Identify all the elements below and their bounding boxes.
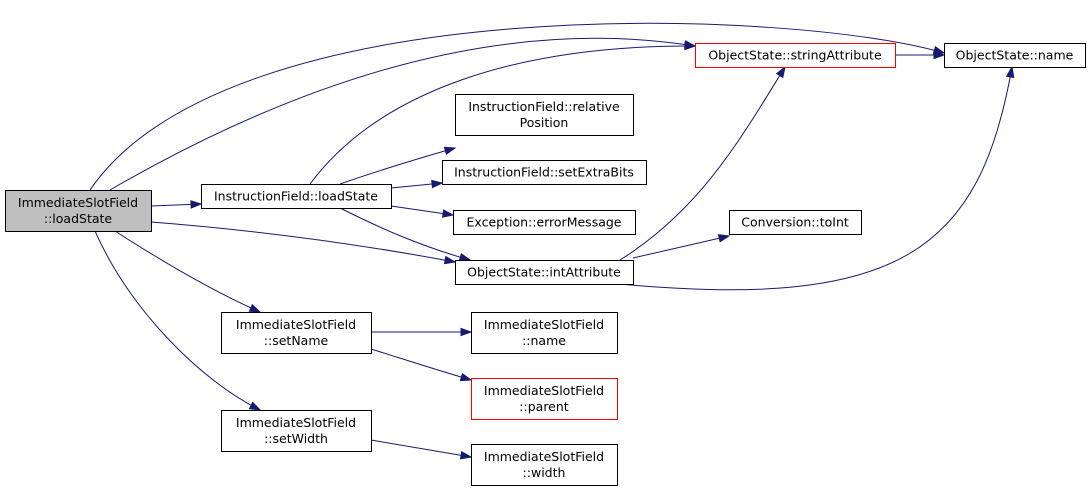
node-box [221,312,372,354]
node-label-line: ::setWidth [264,431,328,446]
edge-if_loadstate-to-if_setextrabits [390,179,444,189]
edge-line [339,147,456,185]
node-label-line: InstructionField::loadState [214,189,378,204]
node-label-line: InstructionField::setExtraBits [454,165,634,180]
edge-os_intattribute-to-os_name [619,65,1015,291]
node-label-line: ::setName [264,333,329,348]
node-isf-setwidth[interactable]: ImmediateSlotField::setWidth [221,410,372,452]
edge-line [150,221,456,263]
edge-line [619,66,1013,291]
edge-arrowhead [458,252,472,262]
edge-line [619,66,786,261]
node-box [455,260,634,285]
node-box [455,94,634,136]
node-os-name[interactable]: ObjectState::name [944,43,1086,68]
node-label-line: ImmediateSlotField [484,383,604,398]
edge-arrowhead [933,50,946,60]
edge-isf_setname-to-isf_parent [370,348,473,382]
node-ex-errormessage[interactable]: Exception::errorMessage [453,210,636,235]
edge-os_stringattribute-to-os_name [895,50,946,60]
edge-arrowhead [443,255,457,265]
node-os-intattribute[interactable]: ObjectState::intAttribute [455,260,634,285]
node-label-line: ObjectState::stringAttribute [708,48,882,63]
edge-os_intattribute-to-os_stringattribute [619,65,786,261]
edge-root-to-isf_setname [114,230,262,313]
edge-arrowhead [442,209,455,218]
node-box [5,190,152,232]
node-if-loadstate[interactable]: InstructionField::loadState [201,184,392,209]
node-box [442,160,647,185]
node-isf-parent[interactable]: ImmediateSlotField::parent [471,378,618,420]
node-label-line: ::width [523,465,566,480]
edge-root-to-isf_setwidth [94,230,262,411]
edge-line [309,45,696,185]
node-box [453,210,636,235]
edge-arrowhead [459,451,473,460]
edge-line [339,207,471,261]
node-label-line: Exception::errorMessage [467,215,622,230]
edge-line [370,348,472,381]
node-isf-width[interactable]: ImmediateSlotField::width [471,444,618,486]
node-label-line: ObjectState::name [956,48,1074,63]
node-box [221,410,372,452]
edge-arrowhead [431,179,444,189]
edge-arrowhead [190,200,203,209]
edge-arrowhead [248,303,262,313]
edge-if_loadstate-to-ex_errormessage [390,205,455,218]
node-label-line: ::loadState [44,211,113,226]
edge-arrowhead [459,372,473,382]
node-box [471,312,618,354]
node-label-line: ObjectState::intAttribute [467,265,621,280]
edge-os_intattribute-to-conv_toint [632,234,731,259]
node-conv-toint[interactable]: Conversion::toInt [729,210,862,235]
node-label-line: ImmediateSlotField [484,317,604,332]
node-box [729,210,862,235]
edge-line [632,235,730,259]
nodes-layer: ImmediateSlotField::loadState Instruction… [5,43,1086,486]
node-if-setextrabits[interactable]: InstructionField::setExtraBits [442,160,647,185]
node-label-line: ImmediateSlotField [484,449,604,464]
node-label-line: ::parent [519,399,568,414]
edge-if_loadstate-to-if_relative [339,146,457,185]
node-label-line: ImmediateSlotField [236,415,356,430]
edge-isf_setwidth-to-isf_width [370,439,473,460]
edge-arrowhead [460,327,473,337]
edge-line [89,22,945,191]
node-label-line: InstructionField::relative [468,99,620,114]
edge-arrowhead [443,146,457,156]
edges-layer [89,22,1015,460]
edge-if_loadstate-to-os_stringattribute [309,41,697,185]
edge-arrowhead [775,65,786,79]
node-box [471,378,618,420]
edge-arrowhead [1005,65,1015,79]
node-box [695,43,896,68]
edge-line [109,37,696,191]
edge-arrowhead [684,41,697,51]
node-label-line: ImmediateSlotField [18,195,138,210]
node-box [201,184,392,209]
edge-root-to-if_loadstate [150,200,203,209]
node-isf-setname[interactable]: ImmediateSlotField::setName [221,312,372,354]
node-root[interactable]: ImmediateSlotField::loadState [5,190,152,232]
node-label-line: ::name [522,333,566,348]
node-label-line: Position [520,115,569,130]
edge-arrowhead [248,401,262,411]
node-box [944,43,1086,68]
edge-line [114,230,261,313]
edge-isf_setname-to-isf_name [371,327,473,337]
node-label-line: Conversion::toInt [741,215,849,230]
node-label-line: ImmediateSlotField [236,317,356,332]
edge-arrowhead [717,234,731,243]
edge-root-to-os_intattribute [150,221,457,265]
edge-line [94,230,261,411]
node-isf-name[interactable]: ImmediateSlotField::name [471,312,618,354]
node-os-stringattribute[interactable]: ObjectState::stringAttribute [695,43,896,68]
edge-line [370,439,472,458]
node-box [471,444,618,486]
